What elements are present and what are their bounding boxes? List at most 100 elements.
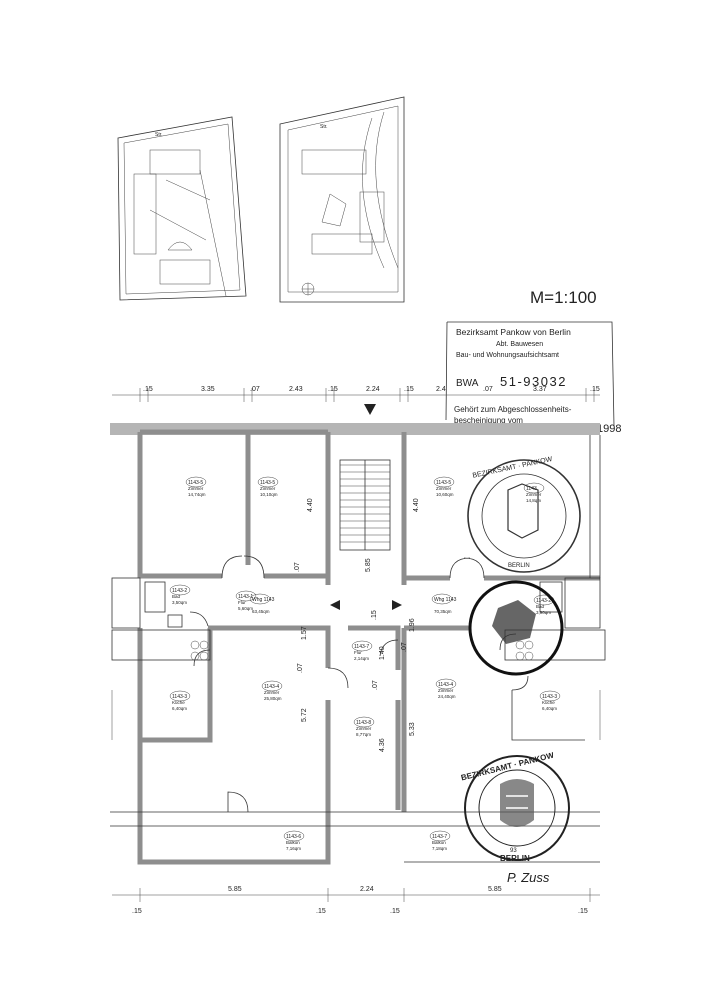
- room-area: 3,90qm: [536, 610, 551, 615]
- room-id: 1143-3: [172, 694, 187, 700]
- room-area: 24,40qm: [438, 694, 456, 699]
- room-area: 7,16qm: [286, 846, 301, 851]
- dimension-bottom-label: 5.85: [228, 886, 242, 893]
- site-plan-left: Str.: [117, 116, 247, 301]
- walls: [110, 423, 600, 865]
- dimension-top-label: .07: [483, 386, 493, 393]
- dimension-bottom-tick-label: .15: [390, 908, 400, 915]
- room-area: 6,40qm: [172, 706, 187, 711]
- dimension-bottom-tick-label: .15: [578, 908, 588, 915]
- room-name: Bad: [172, 594, 181, 599]
- room-area: 10,10qm: [260, 492, 278, 497]
- room-id: 1143-7: [354, 644, 369, 650]
- site-plan-right-street: Str.: [320, 124, 328, 130]
- dimension-vertical-label: 4.40: [413, 498, 420, 512]
- scale-label: M=1:100: [530, 288, 597, 307]
- room-labels: 1143-5Zimmer14,74qm1143-5Zimmer10,10qm11…: [169, 476, 561, 851]
- approval-stamp-line3: Bau- und Wohnungsaufsichtsamt: [456, 352, 559, 359]
- dimension-bottom-tick-label: .15: [132, 908, 142, 915]
- room-name: Bad: [536, 604, 545, 609]
- dimension-top-label: .07: [250, 386, 260, 393]
- dimension-vertical-label: 4.36: [379, 738, 386, 752]
- dimension-vertical-label: .07: [401, 642, 408, 652]
- room-area: 2,14qm: [354, 656, 369, 661]
- room-name: Zimmer: [436, 486, 452, 491]
- approval-stamp-line4: Gehört zum Abgeschlossenheits-: [454, 405, 572, 414]
- room-name: Zimmer: [438, 688, 454, 693]
- seal-lower-text: BEZIRKSAMT · PANKOW: [460, 751, 555, 783]
- dimension-vertical-label: .07: [297, 663, 304, 673]
- seal-stamp-upper: BEZIRKSAMT · PANKOW BERLIN: [467, 456, 581, 573]
- signature: P. Zuss: [507, 870, 550, 885]
- room-name: Balkon: [432, 840, 446, 845]
- stairwell: [339, 459, 391, 551]
- room-id: 1143: [526, 486, 537, 492]
- room-id: 1143-1: [238, 594, 253, 600]
- room-area: 70,35qm: [434, 609, 452, 614]
- room-id: 1143-6: [286, 834, 301, 840]
- dimension-top-label: .15: [590, 386, 600, 393]
- dimension-vertical-label: 1.40: [379, 646, 386, 660]
- approval-stamp-line5: bescheinigung vom: [454, 416, 523, 425]
- room-name: Küche: [542, 700, 555, 705]
- room-area: 63,45qm: [252, 609, 270, 614]
- dimension-vertical-label: .07: [372, 680, 379, 690]
- room-name: Balkon: [286, 840, 300, 845]
- room-id: 1143-3: [542, 694, 557, 700]
- approval-stamp-line2: Abt. Bauwesen: [496, 341, 543, 348]
- approval-stamp-number-label: BWA: [456, 378, 479, 389]
- seal-stamp-lower: BEZIRKSAMT · PANKOW 93 BERLIN: [460, 751, 570, 863]
- dimension-lines: [112, 388, 600, 902]
- room-id: 1143-4: [264, 684, 279, 690]
- seal-stamp-middle: [468, 580, 564, 676]
- dimension-vertical-label: 5.33: [409, 722, 416, 736]
- room-id: Whg 1143: [434, 597, 457, 603]
- room-label: Whg 1143 70,35qm: [431, 593, 457, 614]
- room-area: 25,80qm: [264, 696, 282, 701]
- dimensions-bottom-ticks: .15.15.15.15: [132, 908, 588, 915]
- dimension-bottom-label: 5.85: [488, 886, 502, 893]
- dimension-top-label: 2.24: [366, 386, 380, 393]
- door-swings: [189, 555, 529, 813]
- site-plan-right: Str.: [279, 96, 405, 303]
- room-area: 14,74qm: [188, 492, 206, 497]
- dimension-vertical-label: .15: [371, 610, 378, 620]
- entrance-arrow: [364, 404, 376, 415]
- approval-stamp-line1: Bezirksamt Pankow von Berlin: [456, 327, 571, 337]
- right-door-arrow: [392, 600, 402, 610]
- room-name: Zimmer: [188, 486, 204, 491]
- room-area: 14,8qm: [526, 498, 541, 503]
- room-name: Zimmer: [264, 690, 280, 695]
- seal-lower-number: 93: [510, 848, 517, 854]
- dimension-top-label: 3.35: [201, 386, 215, 393]
- room-name: Zimmer: [260, 486, 276, 491]
- left-door-arrow: [330, 600, 340, 610]
- dimension-top-label: .15: [328, 386, 338, 393]
- room-name: Flur: [354, 650, 362, 655]
- room-id: 1143-2: [172, 588, 187, 594]
- dimension-vertical-label: 4.40: [307, 498, 314, 512]
- room-area: 7,18qm: [432, 846, 447, 851]
- dimension-vertical-label: 1.57: [301, 626, 308, 640]
- approval-stamp: Bezirksamt Pankow von Berlin Abt. Bauwes…: [445, 321, 621, 435]
- room-name: Küche: [172, 700, 185, 705]
- room-name: Zimmer: [356, 726, 372, 731]
- dimension-top-label: 2.43: [289, 386, 303, 393]
- room-name: Flur: [238, 600, 246, 605]
- approval-stamp-number: 51-93032: [500, 374, 567, 389]
